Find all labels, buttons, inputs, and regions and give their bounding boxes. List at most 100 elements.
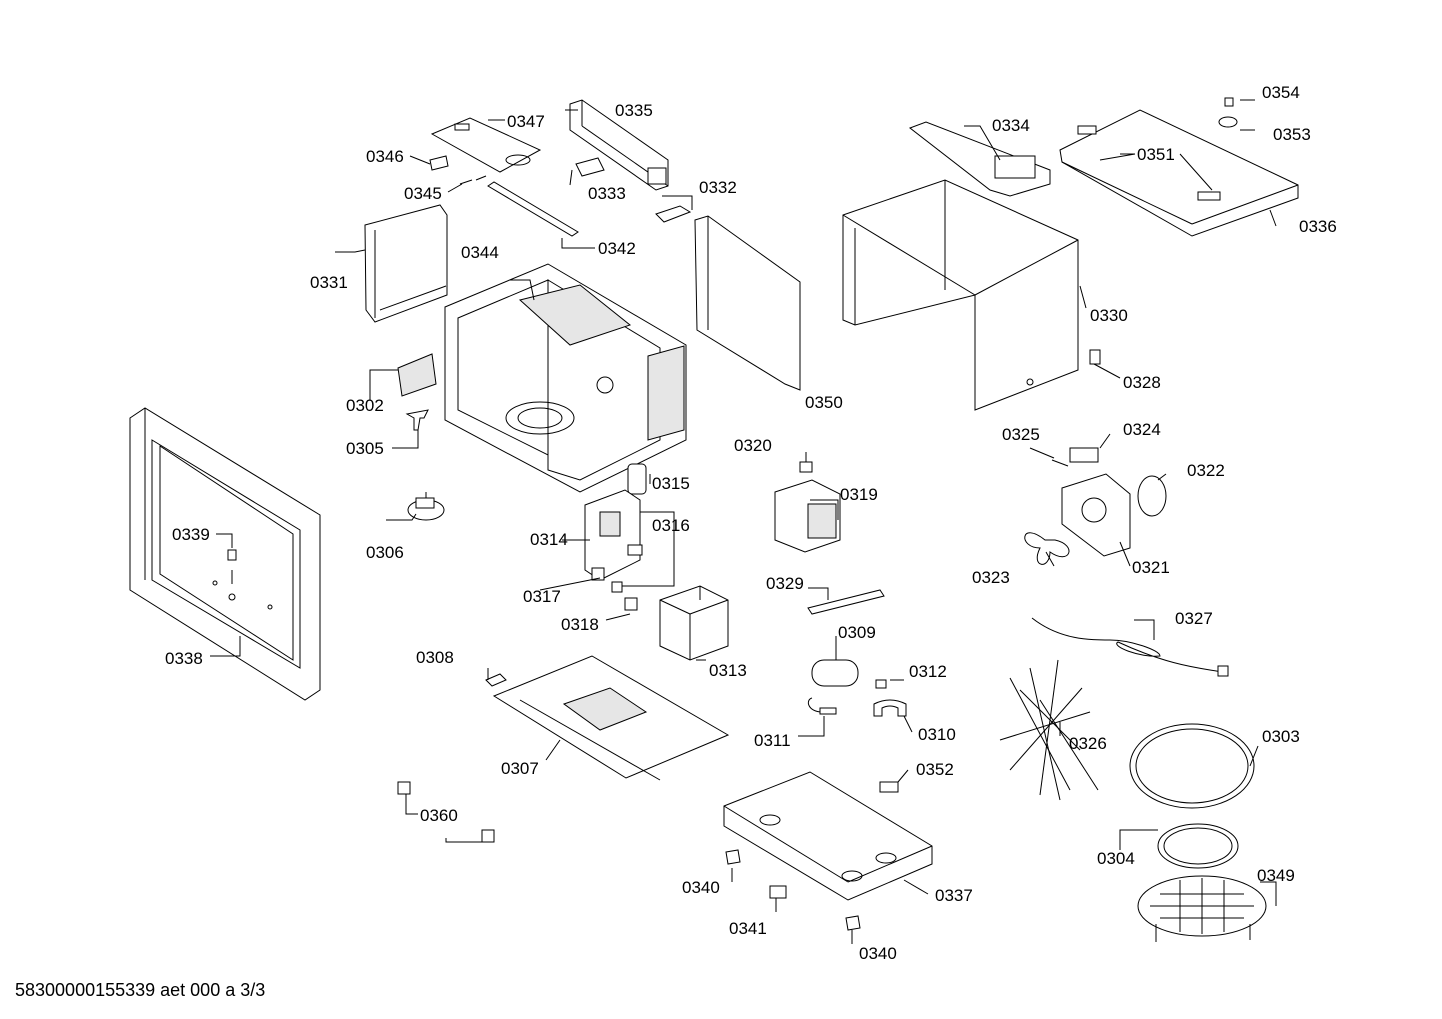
label-0321: 0321 [1132, 558, 1170, 577]
label-0337: 0337 [935, 886, 973, 905]
label-0334: 0334 [992, 116, 1030, 135]
part-0309-hv-capacitor [811, 659, 859, 687]
part-0333-clip [575, 157, 605, 177]
part-0313-transformer [659, 585, 729, 661]
part-0310-bracket [873, 699, 907, 717]
label-0313: 0313 [709, 661, 747, 680]
part-0338-door-frame [129, 407, 321, 701]
label-0317: 0317 [523, 587, 561, 606]
part-0340-foot-b [845, 915, 861, 931]
label-0309: 0309 [838, 623, 876, 642]
part-0341-clip [769, 885, 787, 899]
label-0303: 0303 [1262, 727, 1300, 746]
part-0337-bottom-tray [723, 771, 933, 901]
label-0341: 0341 [729, 919, 767, 938]
part-0320-fuse [799, 461, 813, 473]
part-0321-fan-duct [1061, 473, 1131, 557]
part-0347-plate [430, 117, 542, 173]
document-id: 58300000155339 aet 000 a 3/3 [15, 980, 266, 1000]
label-0308: 0308 [416, 648, 454, 667]
label-0346: 0346 [366, 147, 404, 166]
part-0327-power-cord [1031, 617, 1229, 677]
part-0312-clip [875, 679, 887, 689]
part-0329-bar [807, 589, 885, 615]
label-0344: 0344 [461, 243, 499, 262]
part-0360-clips [397, 781, 495, 843]
label-0325: 0325 [1002, 425, 1040, 444]
part-0315-capacitor [627, 463, 647, 495]
part-0316-switch [627, 544, 643, 556]
label-0305: 0305 [346, 439, 384, 458]
part-0346-bracket [429, 155, 449, 171]
label-0319: 0319 [840, 485, 878, 504]
part-0318-clip [624, 597, 638, 611]
part-number-labels: 0347 0346 0345 0335 0333 0332 0342 0331 … [165, 83, 1337, 963]
part-0317-switch [591, 567, 623, 593]
part-0339-door-hook [227, 549, 237, 584]
label-0326: 0326 [1069, 734, 1107, 753]
label-0352: 0352 [916, 760, 954, 779]
label-0311: 0311 [754, 731, 791, 750]
part-0330-housing [842, 179, 1079, 411]
part-0308-bracket [485, 673, 507, 687]
label-0312: 0312 [909, 662, 947, 681]
label-0347: 0347 [507, 112, 545, 131]
label-0340-b: 0340 [859, 944, 897, 963]
label-0345: 0345 [404, 184, 442, 203]
label-0349: 0349 [1257, 866, 1295, 885]
label-0332: 0332 [699, 178, 737, 197]
label-0310: 0310 [918, 725, 956, 744]
part-0322-fan-motor [1137, 475, 1167, 517]
label-0351: 0351 [1137, 145, 1175, 164]
part-0335-lamp-housing [569, 99, 669, 191]
part-0328-clip [1089, 349, 1101, 365]
part-0331-left-panel [364, 204, 448, 323]
label-0316: 0316 [652, 516, 690, 535]
part-0307-base-plate [492, 655, 730, 781]
label-0322: 0322 [1187, 461, 1225, 480]
label-0318: 0318 [561, 615, 599, 634]
part-0332-clip [655, 205, 692, 223]
part-0349-grill-rack [1137, 875, 1267, 942]
part-0344-cavity [444, 263, 687, 493]
part-0305-knob [405, 409, 429, 431]
label-0333: 0333 [588, 184, 626, 203]
part-0353-grommet [1218, 116, 1238, 128]
label-0335: 0335 [615, 101, 653, 120]
label-0320: 0320 [734, 436, 772, 455]
part-0323-fan-blade [1024, 532, 1070, 565]
label-0353: 0353 [1273, 125, 1311, 144]
label-0302: 0302 [346, 396, 384, 415]
label-0338: 0338 [165, 649, 203, 668]
label-0327: 0327 [1175, 609, 1213, 628]
label-0328: 0328 [1123, 373, 1161, 392]
part-0324-thermostat [1069, 447, 1099, 463]
part-0304-roller-ring [1157, 823, 1239, 869]
label-0323: 0323 [972, 568, 1010, 587]
part-0345-pins [459, 175, 487, 185]
part-0354-screw [1224, 97, 1234, 107]
part-0334-cover [908, 121, 1051, 197]
label-0304: 0304 [1097, 849, 1135, 868]
label-0339: 0339 [172, 525, 210, 544]
part-0325-sensor [1051, 459, 1069, 467]
part-0342-rod [487, 181, 579, 237]
label-0324: 0324 [1123, 420, 1161, 439]
part-0352-bracket [879, 781, 899, 793]
label-0342: 0342 [598, 239, 636, 258]
label-0314: 0314 [530, 530, 568, 549]
part-0336-top-cover [1059, 109, 1299, 237]
label-0307: 0307 [501, 759, 539, 778]
part-0350-side-panel [694, 215, 801, 391]
part-0351-bracket [1077, 125, 1221, 201]
label-0330: 0330 [1090, 306, 1128, 325]
label-0350: 0350 [805, 393, 843, 412]
leader-lines [210, 99, 1277, 944]
label-0329: 0329 [766, 574, 804, 593]
label-0331: 0331 [310, 273, 348, 292]
part-0319-magnetron [774, 479, 841, 553]
part-0311-diode [807, 697, 837, 715]
label-0360: 0360 [420, 806, 458, 825]
part-0314-switch-holder [584, 489, 641, 581]
